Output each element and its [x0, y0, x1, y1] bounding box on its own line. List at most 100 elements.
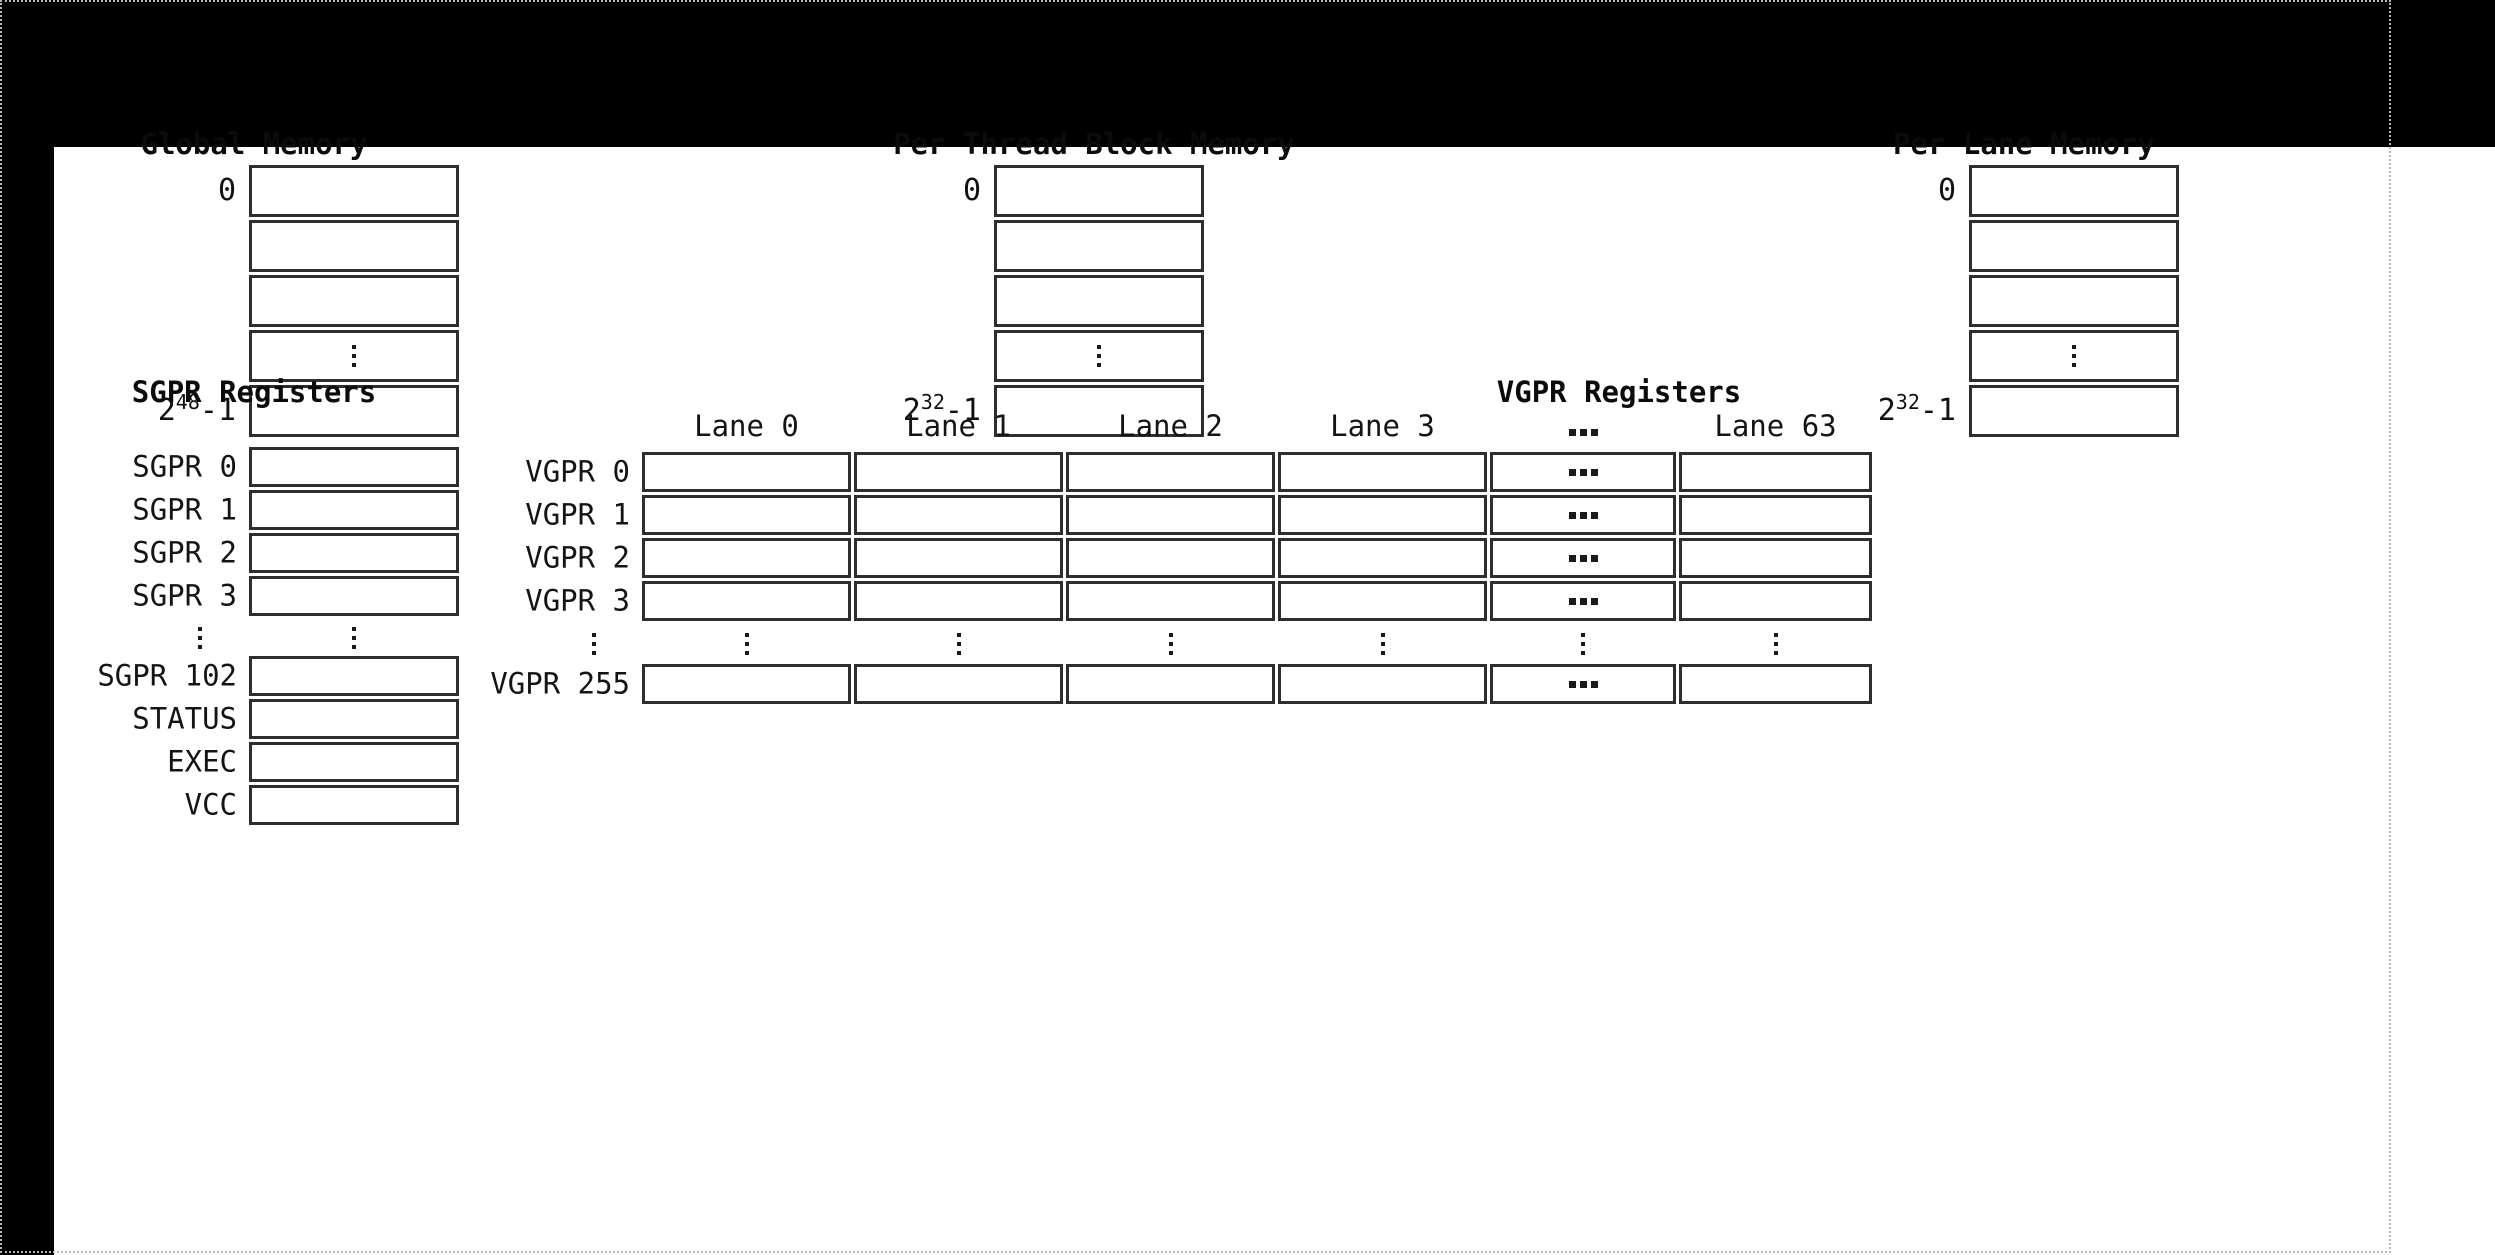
memory-cell[interactable]	[249, 275, 459, 327]
sgpr-cell[interactable]	[249, 533, 459, 573]
sgpr-row-label: SGPR 3	[132, 578, 237, 613]
vgpr-row: VGPR 1	[525, 495, 1872, 535]
memory-address-label-high: 248-1	[157, 390, 236, 428]
vgpr-cell[interactable]	[1679, 452, 1872, 492]
global-memory-title: Global Memory	[140, 127, 368, 161]
vgpr-cell[interactable]	[1066, 495, 1275, 535]
vgpr-column-continuation-dots	[854, 633, 1063, 655]
vgpr-cell[interactable]	[1679, 581, 1872, 621]
memory-cell[interactable]	[249, 385, 459, 437]
vgpr-cell[interactable]	[854, 581, 1063, 621]
vgpr-cell[interactable]	[1679, 664, 1872, 704]
vgpr-cell-ellipsis[interactable]	[1490, 495, 1676, 535]
sgpr-cell[interactable]	[249, 576, 459, 616]
memory-row	[1969, 220, 2179, 272]
memory-cell[interactable]	[1969, 220, 2179, 272]
vgpr-cell[interactable]	[1679, 538, 1872, 578]
vgpr-registers-title: VGPR Registers	[1496, 375, 1742, 409]
vertical-ellipsis-icon	[1581, 633, 1585, 655]
vgpr-cell[interactable]	[854, 452, 1063, 492]
horizontal-ellipsis-icon	[1568, 597, 1598, 605]
memory-row	[1969, 275, 2179, 327]
vgpr-cell[interactable]	[642, 664, 851, 704]
vgpr-row-label: VGPR 0	[525, 454, 630, 489]
sgpr-registers-title: SGPR Registers	[131, 375, 377, 409]
sgpr-cell[interactable]	[249, 447, 459, 487]
vertical-ellipsis-icon	[1168, 633, 1173, 655]
memory-cell[interactable]	[994, 330, 1204, 382]
memory-cell[interactable]	[249, 330, 459, 382]
vgpr-cell-ellipsis[interactable]	[1490, 538, 1676, 578]
vgpr-cell[interactable]	[1278, 581, 1487, 621]
memory-row	[994, 275, 1204, 327]
vgpr-cell[interactable]	[1066, 664, 1275, 704]
vgpr-cell[interactable]	[854, 538, 1063, 578]
sgpr-cell[interactable]	[249, 490, 459, 530]
per-thread-block-memory-title: Per Thread Block Memory	[893, 127, 1295, 161]
memory-row: 0	[1938, 165, 2179, 217]
sgpr-row-label: EXEC	[167, 744, 237, 779]
memory-cell[interactable]	[994, 165, 1204, 217]
memory-cell[interactable]	[994, 385, 1204, 437]
vgpr-cell[interactable]	[642, 581, 851, 621]
vgpr-row: VGPR 0	[525, 452, 1872, 492]
memory-address-label-high: 232-1	[1877, 390, 1956, 428]
lane-header-ellipsis-icon	[1490, 409, 1676, 443]
vgpr-row-label: VGPR 2	[525, 540, 630, 575]
memory-cell[interactable]	[994, 275, 1204, 327]
frame-band-top	[0, 0, 2495, 147]
vgpr-cell[interactable]	[1278, 452, 1487, 492]
vgpr-cell-ellipsis[interactable]	[1490, 452, 1676, 492]
memory-row: 232-1	[903, 385, 1204, 437]
vertical-ellipsis-icon	[198, 626, 202, 649]
memory-cell[interactable]	[1969, 165, 2179, 217]
vgpr-cell-ellipsis[interactable]	[1490, 581, 1676, 621]
frame-band-left	[0, 0, 54, 1255]
memory-row	[249, 330, 459, 382]
vertical-ellipsis-icon	[592, 633, 596, 655]
vgpr-cell[interactable]	[642, 538, 851, 578]
memory-cell[interactable]	[994, 220, 1204, 272]
vgpr-cell[interactable]	[642, 452, 851, 492]
vgpr-cell[interactable]	[1679, 495, 1872, 535]
sgpr-cell[interactable]	[249, 699, 459, 739]
vgpr-cell[interactable]	[854, 664, 1063, 704]
sgpr-row: SGPR 2	[132, 533, 459, 573]
sgpr-cell[interactable]	[249, 656, 459, 696]
vgpr-row-label: VGPR 1	[525, 497, 630, 532]
vgpr-column-continuation-dots	[642, 633, 851, 655]
vgpr-cell[interactable]	[1278, 495, 1487, 535]
vgpr-cell[interactable]	[1066, 452, 1275, 492]
memory-row	[994, 330, 1204, 382]
vgpr-column-continuation-dots	[1679, 633, 1872, 655]
vgpr-row-label: VGPR 3	[525, 583, 630, 618]
vgpr-cell[interactable]	[1278, 538, 1487, 578]
per-lane-memory-column: 0 232-1	[1878, 165, 2179, 440]
vgpr-cell[interactable]	[854, 495, 1063, 535]
memory-row	[249, 275, 459, 327]
memory-row	[249, 220, 459, 272]
vgpr-cell-ellipsis[interactable]	[1490, 664, 1676, 704]
sgpr-row: VCC	[185, 785, 459, 825]
sgpr-cell[interactable]	[249, 785, 459, 825]
sgpr-row: SGPR 0	[132, 447, 459, 487]
vertical-ellipsis-icon	[1380, 633, 1385, 655]
vertical-ellipsis-icon	[2072, 345, 2076, 367]
vgpr-cell[interactable]	[1066, 581, 1275, 621]
sgpr-row: EXEC	[167, 742, 459, 782]
memory-cell[interactable]	[249, 220, 459, 272]
vgpr-cell[interactable]	[1278, 664, 1487, 704]
vgpr-cell[interactable]	[642, 495, 851, 535]
sgpr-cell[interactable]	[249, 742, 459, 782]
vgpr-row: VGPR 255	[490, 664, 1872, 704]
vgpr-column-continuation-dots	[1278, 633, 1487, 655]
lane-header-label: Lane 1	[906, 409, 1011, 443]
memory-cell[interactable]	[1969, 275, 2179, 327]
memory-cell[interactable]	[1969, 330, 2179, 382]
vgpr-cell[interactable]	[1066, 538, 1275, 578]
memory-address-label-low: 0	[1937, 173, 1956, 208]
memory-cell[interactable]	[1969, 385, 2179, 437]
memory-cell[interactable]	[249, 165, 459, 217]
